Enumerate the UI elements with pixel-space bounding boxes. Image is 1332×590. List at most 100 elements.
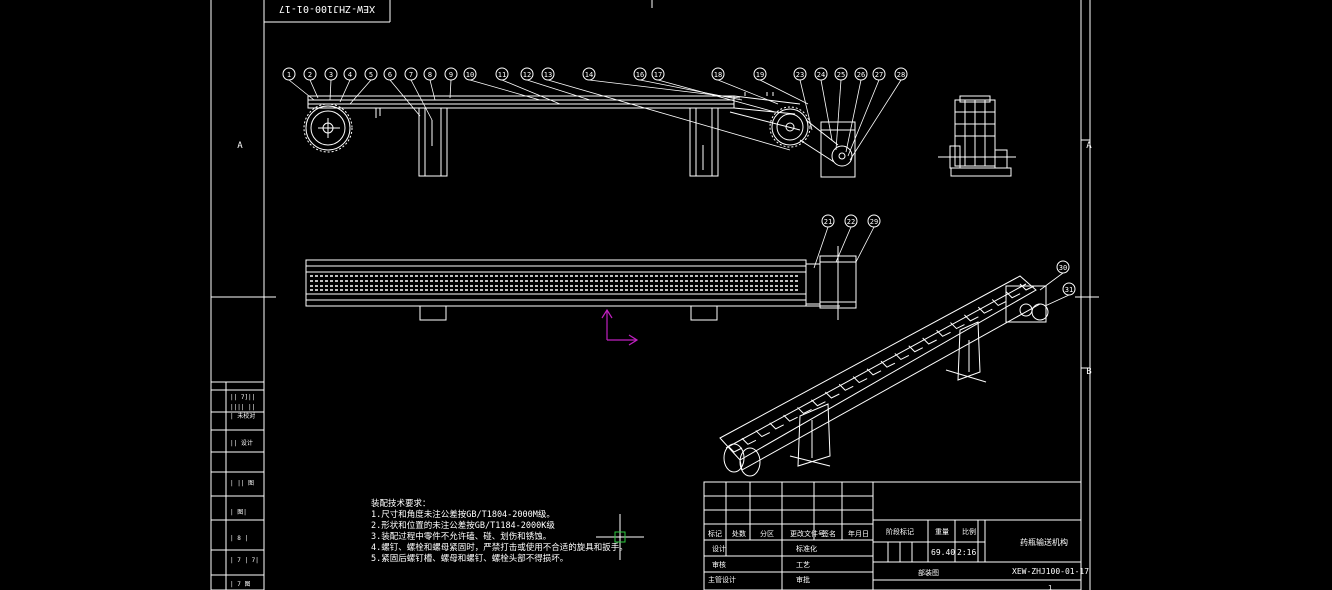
role-label: 审核 [712, 560, 726, 569]
title-block [703, 481, 1082, 590]
part-balloon: 27 [847, 67, 886, 157]
strip-label: | || 图 [230, 480, 254, 487]
tech-req-line: 2.形状和位置的未注公差按GB/T1184-2000K级 [371, 520, 555, 531]
title-block-text: 标记 处数 分区 更改文件号 签名 年月日 设计 标准化 审核 工艺 主管设计 … [708, 527, 1089, 590]
iso-slat [991, 299, 1007, 307]
tech-req-line: 5.紧固后螺钉槽、螺母和螺钉、螺栓头部不得损坏。 [371, 553, 568, 564]
part-balloon: 19 [753, 67, 809, 105]
strip-label: | 8 | [230, 535, 248, 542]
tech-req-heading: 装配技术要求： [371, 498, 431, 509]
strip-label: | 7 图 [230, 581, 250, 588]
iso-slat [977, 306, 993, 314]
part-balloon: 5 [349, 67, 378, 105]
stage-label: 阶段标记 [886, 527, 914, 536]
part-balloon: 1 [282, 67, 315, 101]
tech-req-line: 3.装配过程中零件不允许磕、碰、划伤和锈蚀。 [371, 531, 551, 542]
strip-label: || 7]|| [230, 394, 255, 401]
scale-value: 2:16 [957, 548, 976, 557]
isometric-view [719, 275, 1049, 477]
top-view [305, 246, 857, 321]
drawing-title: 药瓶输送机构 [1020, 537, 1068, 547]
drawing-frame [210, 0, 1099, 590]
balloon-number: 16 [636, 71, 644, 79]
balloon-number: 24 [817, 71, 825, 79]
balloon-number: 27 [875, 71, 883, 79]
part-balloon: 6 [383, 67, 421, 117]
iso-slat [727, 445, 743, 453]
isometric-slats [727, 283, 1035, 453]
rev-header: 签名 [822, 529, 836, 538]
balloon-number: 2 [308, 71, 312, 79]
rev-header: 标记 [708, 529, 722, 538]
iso-slat [852, 376, 868, 384]
code-stamp-top: XEW-ZHJ100-01-17 [279, 3, 375, 14]
part-balloon: 24 [814, 67, 833, 141]
strip-label: || 设计 [230, 439, 253, 447]
top-view-dash-pattern [310, 275, 800, 291]
iso-slat [811, 399, 826, 407]
weight-label: 重量 [935, 528, 949, 536]
part-balloon: 2 [303, 67, 319, 99]
balloon-number: 5 [369, 71, 373, 79]
crosshair-cursor[interactable] [596, 514, 644, 560]
part-balloon: 13 [541, 67, 791, 151]
part-balloon: 10 [463, 67, 541, 101]
end-view [938, 95, 1016, 177]
part-balloon: 12 [520, 67, 591, 101]
balloon-number: 22 [847, 218, 855, 226]
balloon-number: 21 [824, 218, 832, 226]
part-balloon: 26 [845, 67, 868, 153]
balloon-number: 26 [857, 71, 865, 79]
iso-slat [1005, 291, 1021, 299]
part-balloon: 23 [793, 67, 813, 131]
balloon-number: 12 [523, 71, 531, 79]
iso-slat [936, 329, 951, 337]
balloon-number: 30 [1059, 264, 1067, 272]
ucs-axis-icon [601, 308, 639, 346]
rev-header: 分区 [760, 529, 774, 538]
rev-header: 处数 [732, 529, 746, 538]
part-balloon: 7 [404, 67, 433, 121]
iso-slat [755, 430, 771, 438]
tech-req-line: 1.尺寸和角度未注公差按GB/T1804-2000M级。 [371, 509, 555, 520]
part-balloon: 18 [711, 67, 779, 105]
sheet-number: 1 [1048, 584, 1052, 590]
strip-label: | 7 | 7| [230, 557, 259, 564]
role-label: 主管设计 [708, 575, 736, 584]
left-revision-strip [210, 381, 265, 590]
part-balloon: 31 [1044, 282, 1076, 307]
iso-slat [894, 353, 910, 361]
iso-slat [797, 407, 812, 415]
part-balloon: 17 [651, 67, 776, 113]
part-balloon: 21 [813, 214, 835, 269]
balloon-number: 4 [348, 71, 352, 79]
balloon-number: 10 [466, 71, 474, 79]
iso-slat [950, 322, 965, 330]
part-balloon: 16 [633, 67, 743, 101]
role-right-label: 审批 [796, 575, 810, 584]
iso-slat [824, 391, 840, 399]
bottom-label: 部装图 [918, 568, 939, 577]
balloon-number: 18 [714, 71, 722, 79]
balloon-number: 19 [756, 71, 764, 79]
part-balloon: 11 [495, 67, 561, 105]
left-strip-labels: || 7]|| |||| || | 未校对 || 设计 | || 图 | 图| … [230, 394, 259, 588]
balloon-number: 31 [1065, 286, 1073, 294]
strip-label: |||| || [230, 404, 255, 411]
balloon-number: 28 [897, 71, 905, 79]
zone-label-left-a: A [237, 141, 243, 151]
role-right-label: 工艺 [796, 561, 810, 569]
iso-slat [908, 345, 923, 353]
iso-slat [1019, 283, 1035, 291]
part-balloon: 28 [849, 67, 908, 161]
balloon-number: 7 [409, 71, 413, 79]
balloon-number: 8 [428, 71, 432, 79]
part-balloon: 8 [423, 67, 437, 101]
part-balloon: 3 [324, 67, 338, 101]
tech-req-line: 4.螺钉、螺栓和螺母紧固时，严禁打击或使用不合适的旋具和扳手。 [371, 542, 628, 553]
drawing-number: XEW-ZHJ100-01-17 [1012, 567, 1089, 576]
balloon-number: 13 [544, 71, 552, 79]
iso-slat [866, 368, 882, 376]
